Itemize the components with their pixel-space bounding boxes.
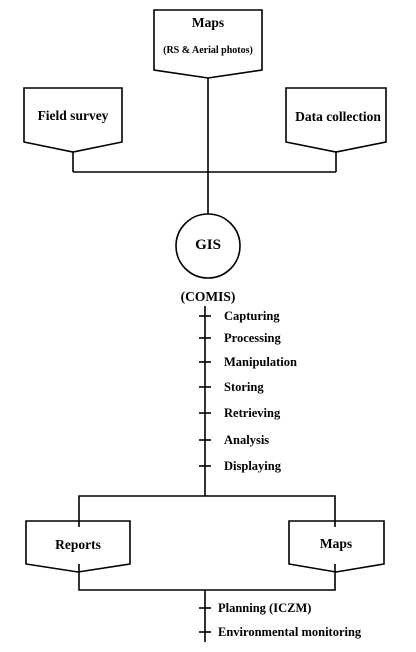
output-frame bbox=[78, 495, 336, 527]
comis-label: (COMIS) bbox=[180, 289, 236, 304]
reports-label: Reports bbox=[55, 537, 101, 552]
data-collection-label: Data collection bbox=[295, 109, 381, 124]
step-analysis: Analysis bbox=[224, 433, 270, 447]
step-storing: Storing bbox=[224, 380, 264, 394]
step-retrieving: Retrieving bbox=[224, 406, 281, 420]
step-capturing: Capturing bbox=[224, 309, 280, 323]
reports-box bbox=[25, 520, 131, 573]
maps-input-sublabel: (RS & Aerial photos) bbox=[163, 45, 253, 56]
maps-output-box bbox=[288, 520, 385, 573]
maps-output-label: Maps bbox=[319, 536, 353, 551]
gis-circle bbox=[175, 213, 241, 279]
maps-input-label: Maps bbox=[191, 15, 225, 30]
application-planning: Planning (ICZM) bbox=[218, 601, 312, 615]
output-frame-bottom bbox=[78, 564, 336, 591]
field-survey-label: Field survey bbox=[37, 108, 109, 123]
application-environmental-monitoring: Environmental monitoring bbox=[218, 625, 362, 639]
step-manipulation: Manipulation bbox=[224, 355, 297, 369]
maps-input-box bbox=[153, 9, 263, 79]
field-survey-box bbox=[23, 87, 123, 153]
step-processing: Processing bbox=[224, 331, 281, 345]
step-displaying: Displaying bbox=[224, 459, 281, 473]
gis-label: GIS bbox=[195, 237, 221, 253]
data-collection-box bbox=[285, 87, 387, 153]
